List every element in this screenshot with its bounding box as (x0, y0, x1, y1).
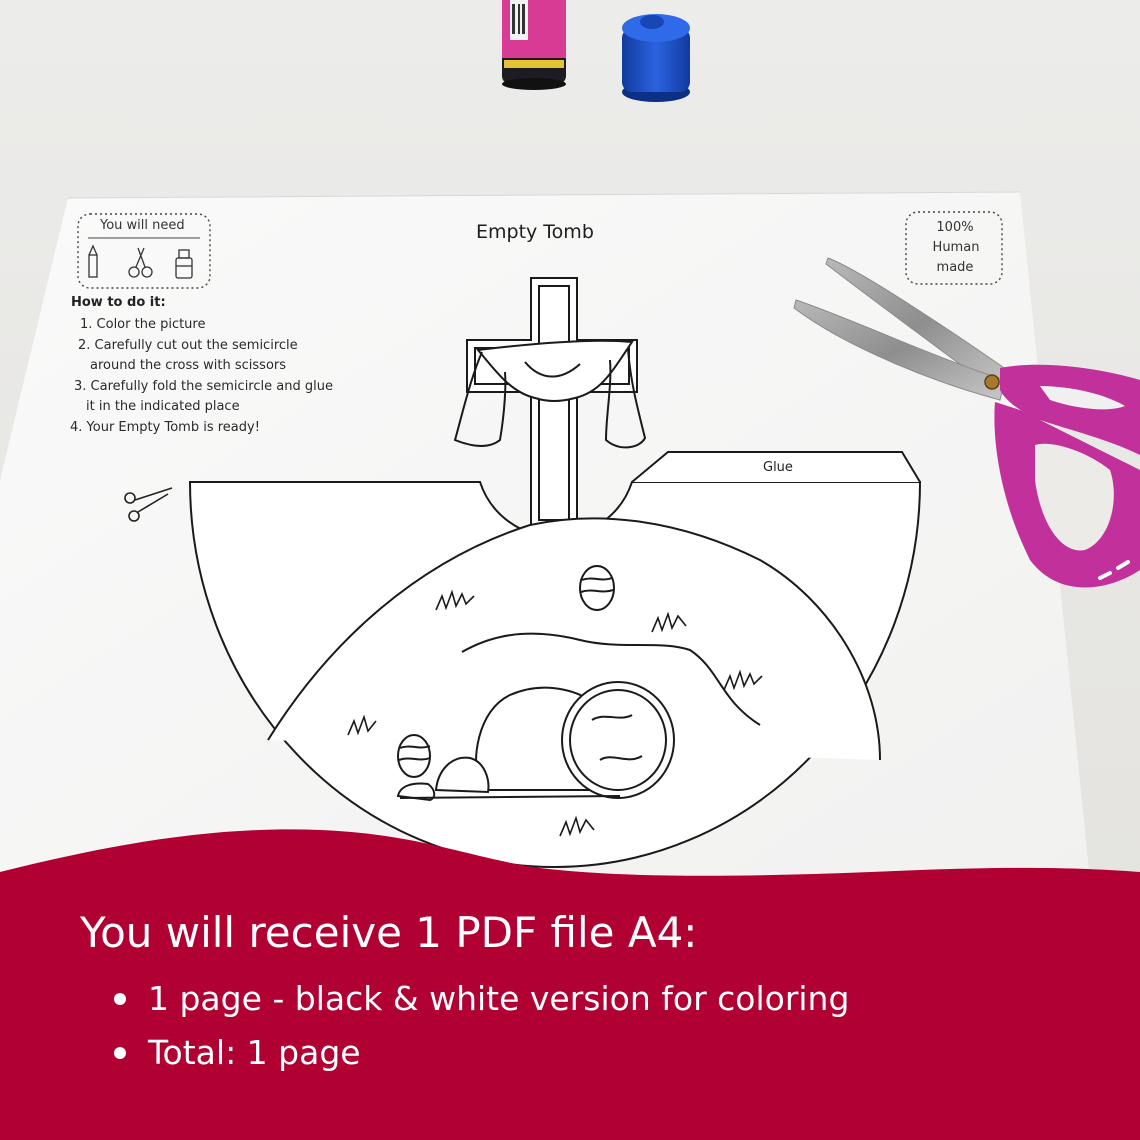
badge-line-2: Human (932, 240, 980, 255)
howto-step: 4. Your Empty Tomb is ready! (70, 420, 260, 435)
howto-step: 1. Color the picture (80, 317, 206, 332)
tomb (396, 681, 675, 802)
glue-cap (622, 14, 690, 102)
scissors (793, 257, 1140, 588)
glue-tab (631, 451, 921, 483)
banner-bullet-list: 1 page - black & white version for color… (112, 972, 849, 1080)
howto-step: 2. Carefully cut out the semicircle (78, 338, 298, 353)
cloth-drape (453, 339, 647, 449)
howto-step: it in the indicated place (86, 399, 240, 414)
howto-heading: How to do it: (71, 295, 166, 310)
badge-line-3: made (936, 260, 974, 275)
glue-stick (502, 0, 566, 90)
banner-bullet-text: Total: 1 page (148, 1033, 361, 1072)
banner-bullet: Total: 1 page (112, 1026, 849, 1080)
human-made-badge (905, 211, 1003, 285)
cut-line-scissors-icon (124, 487, 173, 522)
scissors-icon (128, 247, 153, 278)
banner-bullet: 1 page - black & white version for color… (112, 972, 849, 1026)
howto-step: around the cross with scissors (90, 358, 287, 373)
bullet-dot-icon (114, 993, 126, 1005)
grass-tufts (347, 589, 763, 837)
you-will-need-label: You will need (100, 218, 185, 233)
howto-step: 3. Carefully fold the semicircle and glu… (74, 379, 333, 394)
glue-icon (175, 249, 193, 279)
banner-bullet-text: 1 page - black & white version for color… (148, 979, 850, 1018)
info-banner (0, 829, 1140, 1140)
glue-label: Glue (763, 460, 793, 475)
badge-line-1: 100% (936, 220, 974, 235)
banner-heading: You will receive 1 PDF file A4: (80, 908, 698, 957)
sheet-title: Empty Tomb (476, 221, 594, 243)
bullet-dot-icon (114, 1047, 126, 1059)
eggs (397, 565, 615, 778)
coloring-artwork (188, 277, 922, 868)
pencil-icon (88, 244, 98, 278)
you-will-need-box (77, 213, 211, 289)
